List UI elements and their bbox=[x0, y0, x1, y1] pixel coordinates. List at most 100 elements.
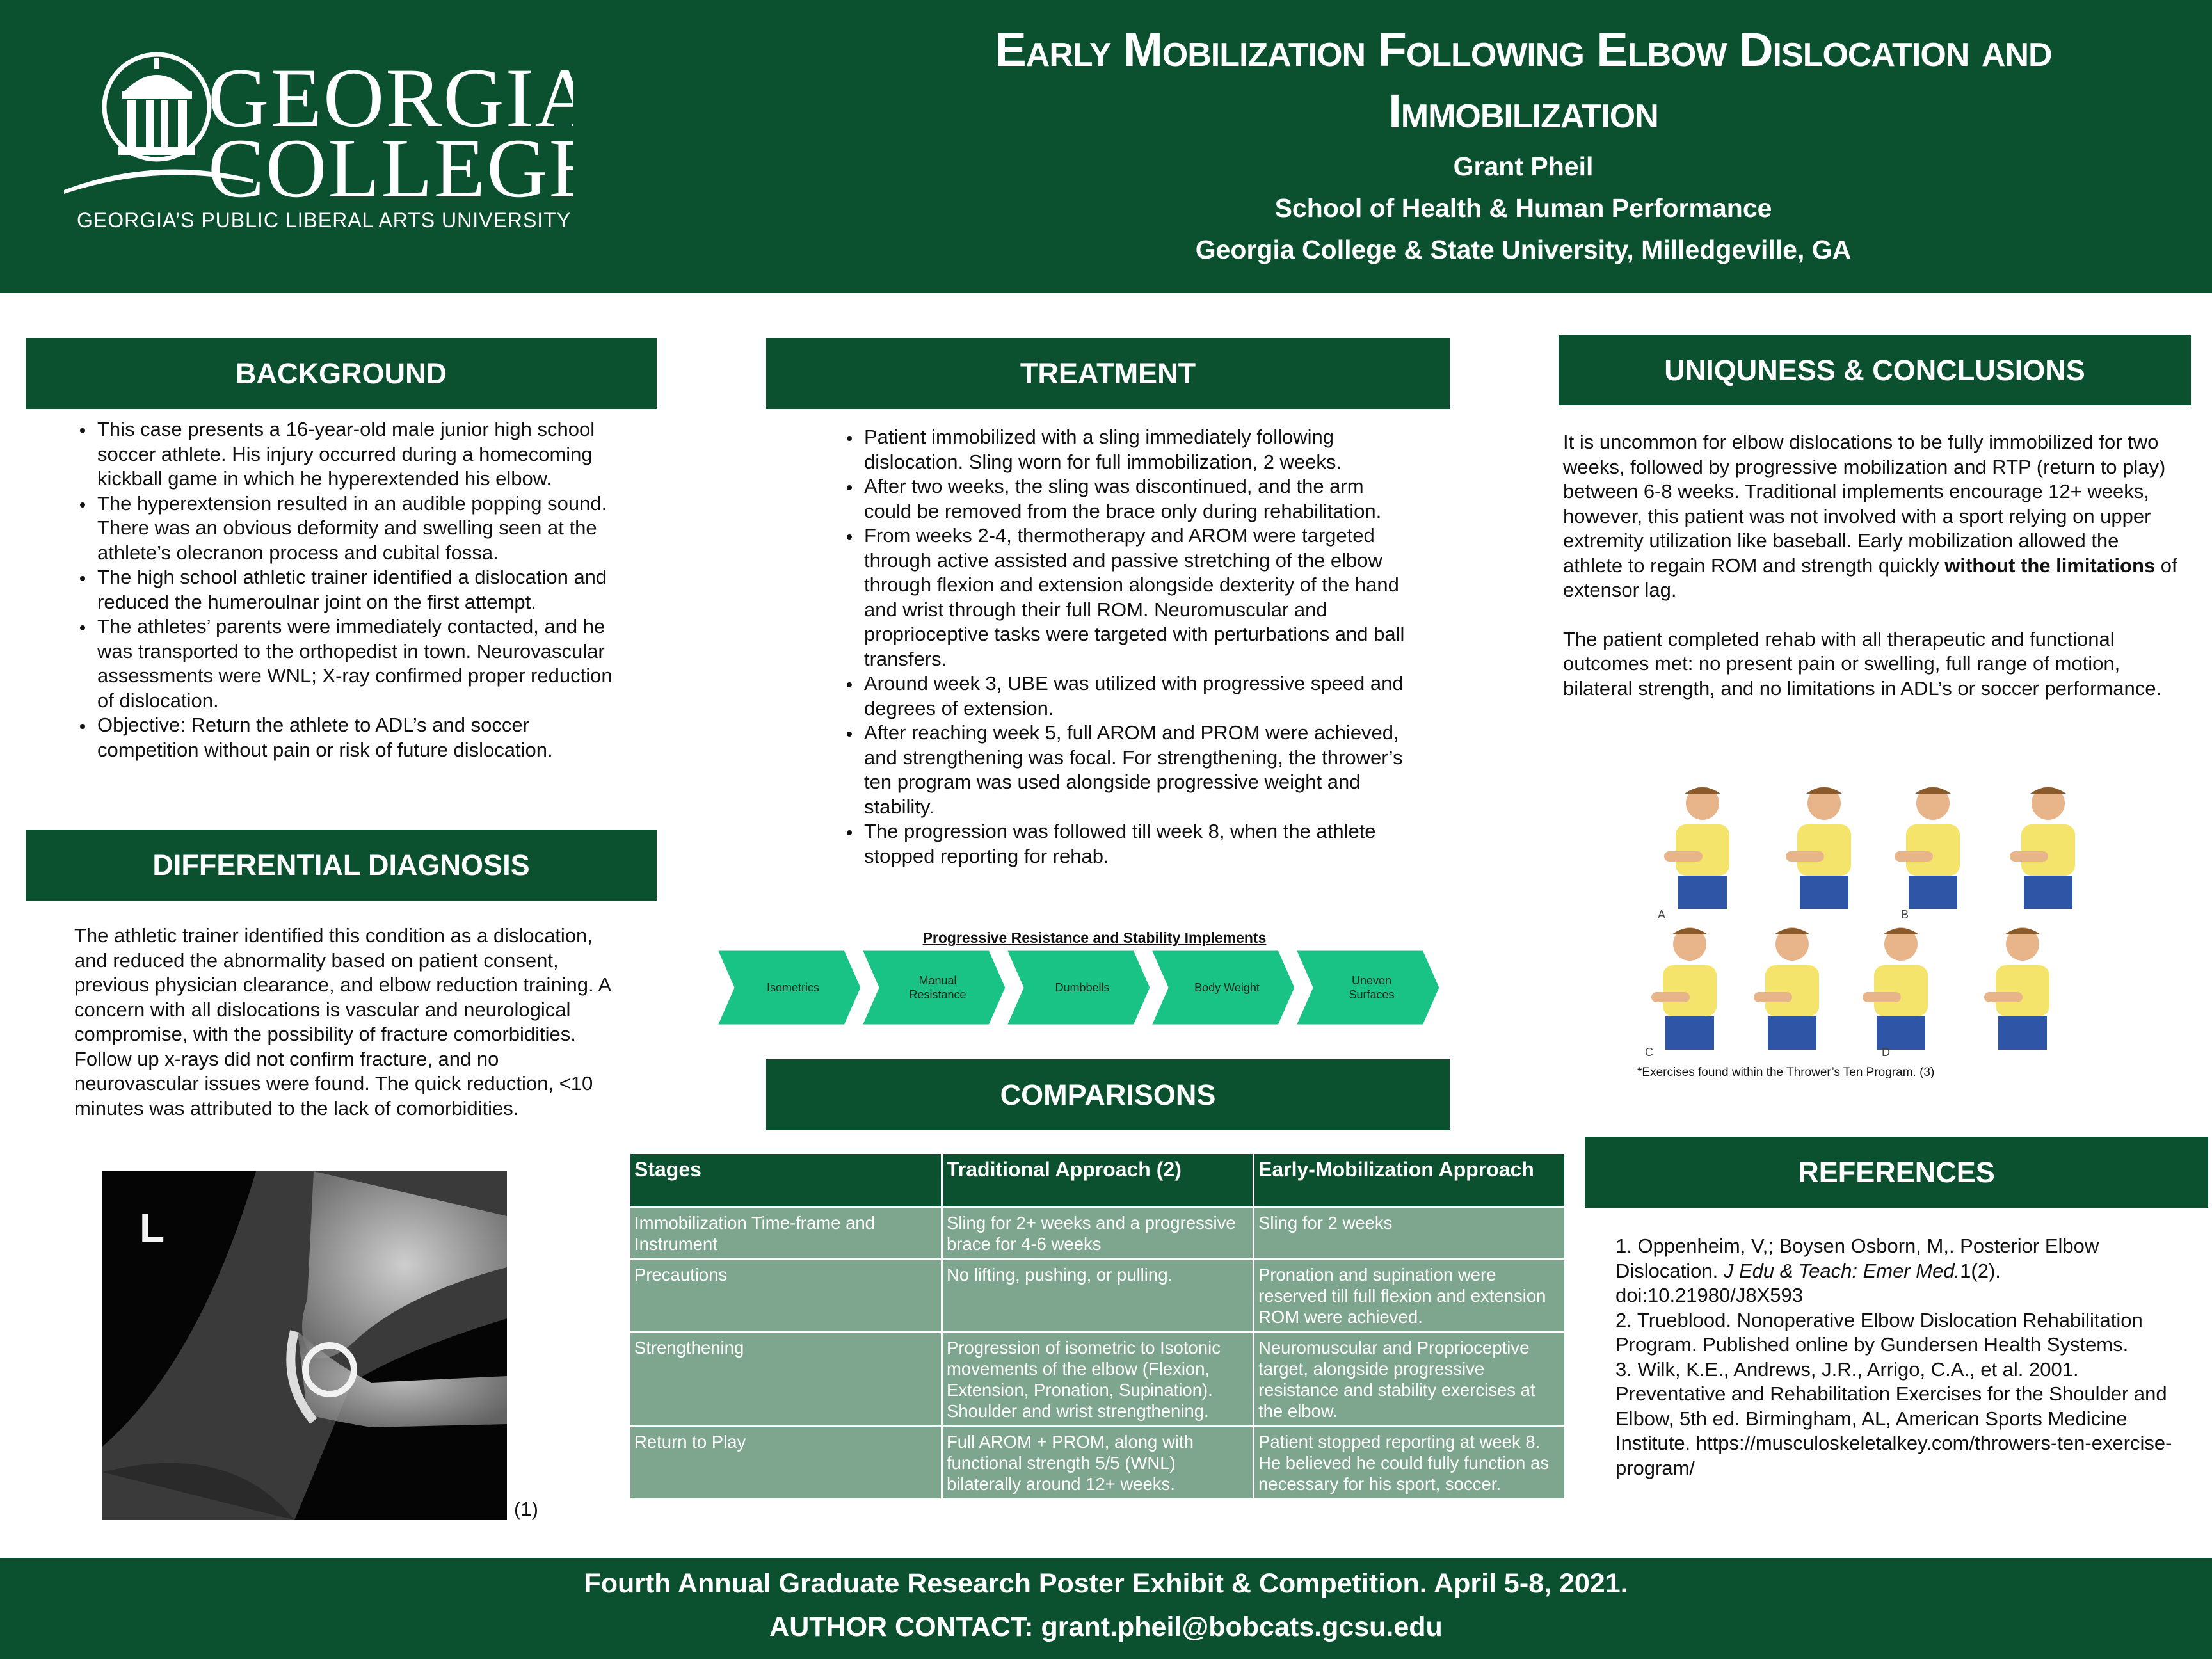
differential-heading: DIFFERENTIAL DIAGNOSIS bbox=[26, 830, 657, 901]
background-bullet: Objective: Return the athlete to ADL’s a… bbox=[95, 713, 627, 762]
exercise-person-figure bbox=[1863, 927, 1928, 1050]
progression-step bbox=[1149, 950, 1297, 1027]
table-cell: Pronation and supination were reserved t… bbox=[1253, 1258, 1566, 1333]
background-list: This case presents a 16-year-old male ju… bbox=[26, 417, 627, 762]
treatment-bullet: The progression was followed till week 8… bbox=[862, 819, 1408, 869]
treatment-bullet: After two weeks, the sling was discontin… bbox=[862, 474, 1408, 524]
progression-step-label: Uneven bbox=[1352, 974, 1391, 987]
svg-text:COLLEGE: COLLEGE bbox=[208, 121, 573, 215]
conclusions-heading: UNIQUNESS & CONCLUSIONS bbox=[1559, 335, 2191, 405]
figure-label-d: D bbox=[1882, 1046, 1890, 1059]
treatment-bullet: After reaching week 5, full AROM and PRO… bbox=[862, 721, 1408, 819]
throwers-ten-exercise-figures: A B C D bbox=[1645, 787, 2075, 1059]
conclusions-paragraph-2: The patient completed rehab with all the… bbox=[1563, 627, 2162, 700]
table-cell: Sling for 2+ weeks and a progressive bra… bbox=[941, 1206, 1254, 1260]
exercise-person-figure bbox=[1664, 787, 1729, 909]
progression-title: Progressive Resistance and Stability Imp… bbox=[922, 929, 1267, 946]
institution-name: Georgia College & State University, Mill… bbox=[1195, 235, 1852, 264]
background-bullet: The hyperextension resulted in an audibl… bbox=[95, 492, 627, 566]
poster-title: Early Mobilization Following Elbow Dislo… bbox=[995, 23, 2052, 76]
table-cell: Neuromuscular and Proprioceptive target,… bbox=[1253, 1331, 1566, 1427]
table-cell: Immobilization Time-frame and Instrument bbox=[629, 1206, 943, 1260]
progression-step-label: Isometrics bbox=[767, 981, 819, 994]
svg-text:GEORGIA’S PUBLIC LIBERAL ARTS: GEORGIA’S PUBLIC LIBERAL ARTS UNIVERSITY bbox=[77, 209, 571, 232]
references-list: 1. Oppenheim, V,; Boysen Osborn, M,. Pos… bbox=[1615, 1234, 2172, 1480]
top-banner: GEORGIA COLLEGE GEORGIA’S PUBLIC LIBERAL… bbox=[0, 0, 2212, 293]
table-cell: Strengthening bbox=[629, 1331, 943, 1427]
exercise-person-figure bbox=[1786, 787, 1851, 909]
progression-step bbox=[717, 950, 863, 1027]
poster-title-block: Early Mobilization Following Elbow Dislo… bbox=[851, 19, 2195, 271]
table-column-header: Early-Mobilization Approach bbox=[1253, 1152, 1566, 1208]
school-name: School of Health & Human Performance bbox=[1274, 193, 1772, 223]
table-cell: Full AROM + PROM, along with functional … bbox=[941, 1425, 1254, 1500]
footer-banner: Fourth Annual Graduate Research Poster E… bbox=[0, 1558, 2212, 1659]
table-column-header: Traditional Approach (2) bbox=[941, 1152, 1254, 1208]
conclusions-text: It is uncommon for elbow dislocations to… bbox=[1563, 430, 2183, 701]
exercise-person-figure bbox=[1651, 927, 1717, 1050]
author-contact: AUTHOR CONTACT: grant.pheil@bobcats.gcsu… bbox=[769, 1612, 1443, 1642]
reference-text: 3. Wilk, K.E., Andrews, J.R., Arrigo, C.… bbox=[1615, 1358, 2172, 1479]
author-name: Grant Pheil bbox=[1453, 152, 1594, 181]
reference-item: 1. Oppenheim, V,; Boysen Osborn, M,. Pos… bbox=[1615, 1234, 2172, 1308]
treatment-bullet: From weeks 2-4, thermotherapy and AROM w… bbox=[862, 524, 1408, 671]
xray-caption: (1) bbox=[514, 1498, 538, 1520]
progression-step-label: Body Weight bbox=[1194, 981, 1260, 994]
table-row: Immobilization Time-frame and Instrument… bbox=[629, 1206, 1566, 1260]
svg-text:GEORGIA: GEORGIA bbox=[208, 51, 573, 145]
reference-text-tail: 1(2). doi:10.21980/J8X593 bbox=[1615, 1259, 2001, 1307]
table-cell: Precautions bbox=[629, 1258, 943, 1333]
table-cell: No lifting, pushing, or pulling. bbox=[941, 1258, 1254, 1333]
treatment-bullet: Around week 3, UBE was utilized with pro… bbox=[862, 671, 1408, 721]
figure-label-c: C bbox=[1645, 1046, 1653, 1059]
rotunda-icon bbox=[64, 52, 253, 194]
treatment-list: Patient immobilized with a sling immedia… bbox=[768, 425, 1408, 869]
comparisons-heading: COMPARISONS bbox=[766, 1059, 1450, 1130]
background-section: This case presents a 16-year-old male ju… bbox=[26, 417, 627, 762]
treatment-heading: TREATMENT bbox=[766, 338, 1450, 409]
event-line: Fourth Annual Graduate Research Poster E… bbox=[584, 1568, 1628, 1599]
progression-step-label: Surfaces bbox=[1349, 988, 1394, 1001]
references-heading: REFERENCES bbox=[1585, 1137, 2208, 1208]
conclusions-paragraph-1: It is uncommon for elbow dislocations to… bbox=[1563, 431, 2177, 601]
exercise-person-figure bbox=[2010, 787, 2075, 909]
progression-step bbox=[860, 950, 1007, 1027]
progression-step bbox=[1294, 950, 1441, 1027]
reference-journal: J Edu & Teach: Emer Med. bbox=[1723, 1259, 1960, 1282]
table-cell: Return to Play bbox=[629, 1425, 943, 1500]
progression-step bbox=[1004, 950, 1152, 1027]
table-cell: Progression of isometric to Isotonic mov… bbox=[941, 1331, 1254, 1427]
exercise-person-figure bbox=[1895, 787, 1960, 909]
progression-step-label: Dumbbells bbox=[1055, 981, 1109, 994]
treatment-bullet: Patient immobilized with a sling immedia… bbox=[862, 425, 1408, 474]
progression-step-label: Manual bbox=[918, 974, 956, 987]
xray-side-marker: L bbox=[140, 1205, 164, 1251]
reference-item: 3. Wilk, K.E., Andrews, J.R., Arrigo, C.… bbox=[1615, 1358, 2172, 1481]
progression-step-label: Resistance bbox=[909, 988, 966, 1001]
table-cell: Patient stopped reporting at week 8. He … bbox=[1253, 1425, 1566, 1500]
table-column-header: Stages bbox=[629, 1152, 943, 1208]
elbow-xray-image: L bbox=[102, 1171, 507, 1520]
figure-label-a: A bbox=[1658, 908, 1665, 921]
table-cell: Sling for 2 weeks bbox=[1253, 1206, 1566, 1260]
treatment-section: Patient immobilized with a sling immedia… bbox=[768, 425, 1408, 869]
exercise-person-figure bbox=[1984, 927, 2049, 1050]
reference-text: 1. Oppenheim, V,; Boysen Osborn, M,. Pos… bbox=[1615, 1235, 2099, 1282]
differential-text: The athletic trainer identified this con… bbox=[74, 924, 611, 1119]
background-bullet: This case presents a 16-year-old male ju… bbox=[95, 417, 627, 492]
background-bullet: The high school athletic trainer identif… bbox=[95, 565, 627, 614]
exercise-person-figure bbox=[1754, 927, 1819, 1050]
reference-item: 2. Trueblood. Nonoperative Elbow Disloca… bbox=[1615, 1308, 2172, 1358]
background-bullet: The athletes’ parents were immediately c… bbox=[95, 614, 627, 713]
exercise-figure-caption: *Exercises found within the Thrower’s Te… bbox=[1637, 1066, 1935, 1079]
figure-label-b: B bbox=[1901, 908, 1909, 921]
background-heading: BACKGROUND bbox=[26, 338, 657, 409]
georgia-college-logo: GEORGIA COLLEGE GEORGIA’S PUBLIC LIBERAL… bbox=[64, 51, 573, 232]
reference-text: 2. Trueblood. Nonoperative Elbow Disloca… bbox=[1615, 1308, 2143, 1356]
